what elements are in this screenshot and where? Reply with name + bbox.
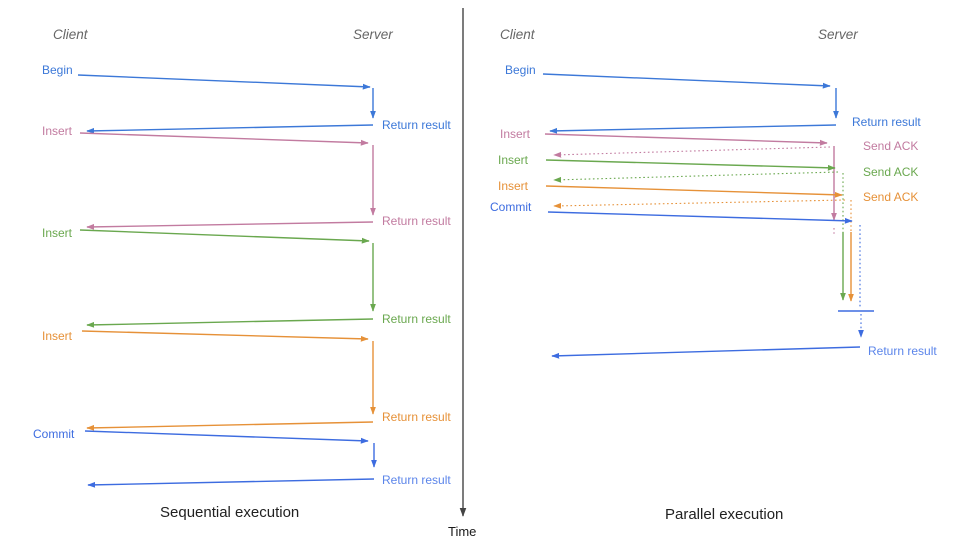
seq-insert1-request-arrow (79, 132, 369, 146)
seq-insert2-label: Insert (42, 226, 73, 240)
seq-row-commit: Commit Return result (33, 427, 451, 488)
par-row-commit: Commit Return result (490, 200, 937, 359)
par-commit-result-label: Return result (868, 344, 937, 358)
par-row-insert-1: Insert Send ACK (500, 127, 918, 236)
seq-insert3-return-arrow (86, 421, 374, 431)
seq-begin-request-arrow (77, 74, 371, 90)
seq-commit-return-arrow (87, 478, 375, 488)
seq-insert2-request-arrow (79, 229, 370, 244)
time-axis-label: Time (448, 524, 476, 539)
seq-title: Sequential execution (160, 504, 299, 521)
seq-row-insert-2: Insert Return result (42, 226, 451, 328)
par-insert3-request-arrow (545, 185, 843, 198)
seq-begin-label: Begin (42, 63, 73, 77)
seq-commit-request-arrow (84, 430, 369, 444)
par-insert2-label: Insert (498, 153, 529, 167)
par-insert1-label: Insert (500, 127, 531, 141)
seq-commit-label: Commit (33, 427, 75, 441)
par-insert3-ack-arrow (553, 199, 846, 209)
seq-begin-result-label: Return result (382, 118, 451, 132)
par-title: Parallel execution (665, 506, 783, 523)
par-begin-request-arrow (542, 73, 831, 89)
seq-insert2-result-label: Return result (382, 312, 451, 326)
seq-commit-result-label: Return result (382, 473, 451, 487)
seq-insert1-result-label: Return result (382, 214, 451, 228)
seq-insert1-label: Insert (42, 124, 73, 138)
seq-insert3-result-label: Return result (382, 410, 451, 424)
par-row-begin: Begin Return result (505, 63, 921, 134)
par-insert2-request-arrow (545, 159, 836, 171)
par-insert2-ack-label: Send ACK (863, 165, 918, 179)
par-insert1-ack-label: Send ACK (863, 139, 918, 153)
sequential-diagram: Client Server Begin Return result Insert… (33, 27, 451, 521)
par-commit-label: Commit (490, 200, 532, 214)
seq-insert3-label: Insert (42, 329, 73, 343)
par-client-header: Client (500, 27, 536, 42)
seq-insert2-return-arrow (86, 318, 374, 328)
par-begin-return-arrow (549, 124, 837, 134)
par-insert1-ack-arrow (553, 146, 831, 158)
seq-row-insert-3: Insert Return result (42, 329, 451, 431)
seq-row-begin: Begin Return result (42, 63, 451, 134)
par-insert2-ack-arrow (553, 171, 839, 183)
seq-server-header: Server (353, 27, 393, 42)
seq-insert1-return-arrow (86, 221, 374, 230)
par-insert1-request-arrow (544, 133, 828, 146)
par-row-insert-3: Insert Send ACK (498, 179, 918, 302)
par-row-insert-2: Insert Send ACK (498, 153, 918, 301)
seq-insert3-request-arrow (81, 330, 369, 342)
par-begin-result-label: Return result (852, 115, 921, 129)
par-commit-return-arrow (551, 346, 861, 359)
seq-row-insert-1: Insert Return result (42, 124, 451, 230)
par-commit-request-arrow (547, 211, 853, 224)
time-axis: Time (448, 8, 476, 539)
par-insert3-ack-label: Send ACK (863, 190, 918, 204)
par-insert3-label: Insert (498, 179, 529, 193)
par-begin-label: Begin (505, 63, 536, 77)
parallel-diagram: Client Server Begin Return result Insert… (490, 27, 937, 523)
seq-begin-return-arrow (86, 124, 374, 134)
seq-client-header: Client (53, 27, 89, 42)
par-server-header: Server (818, 27, 858, 42)
